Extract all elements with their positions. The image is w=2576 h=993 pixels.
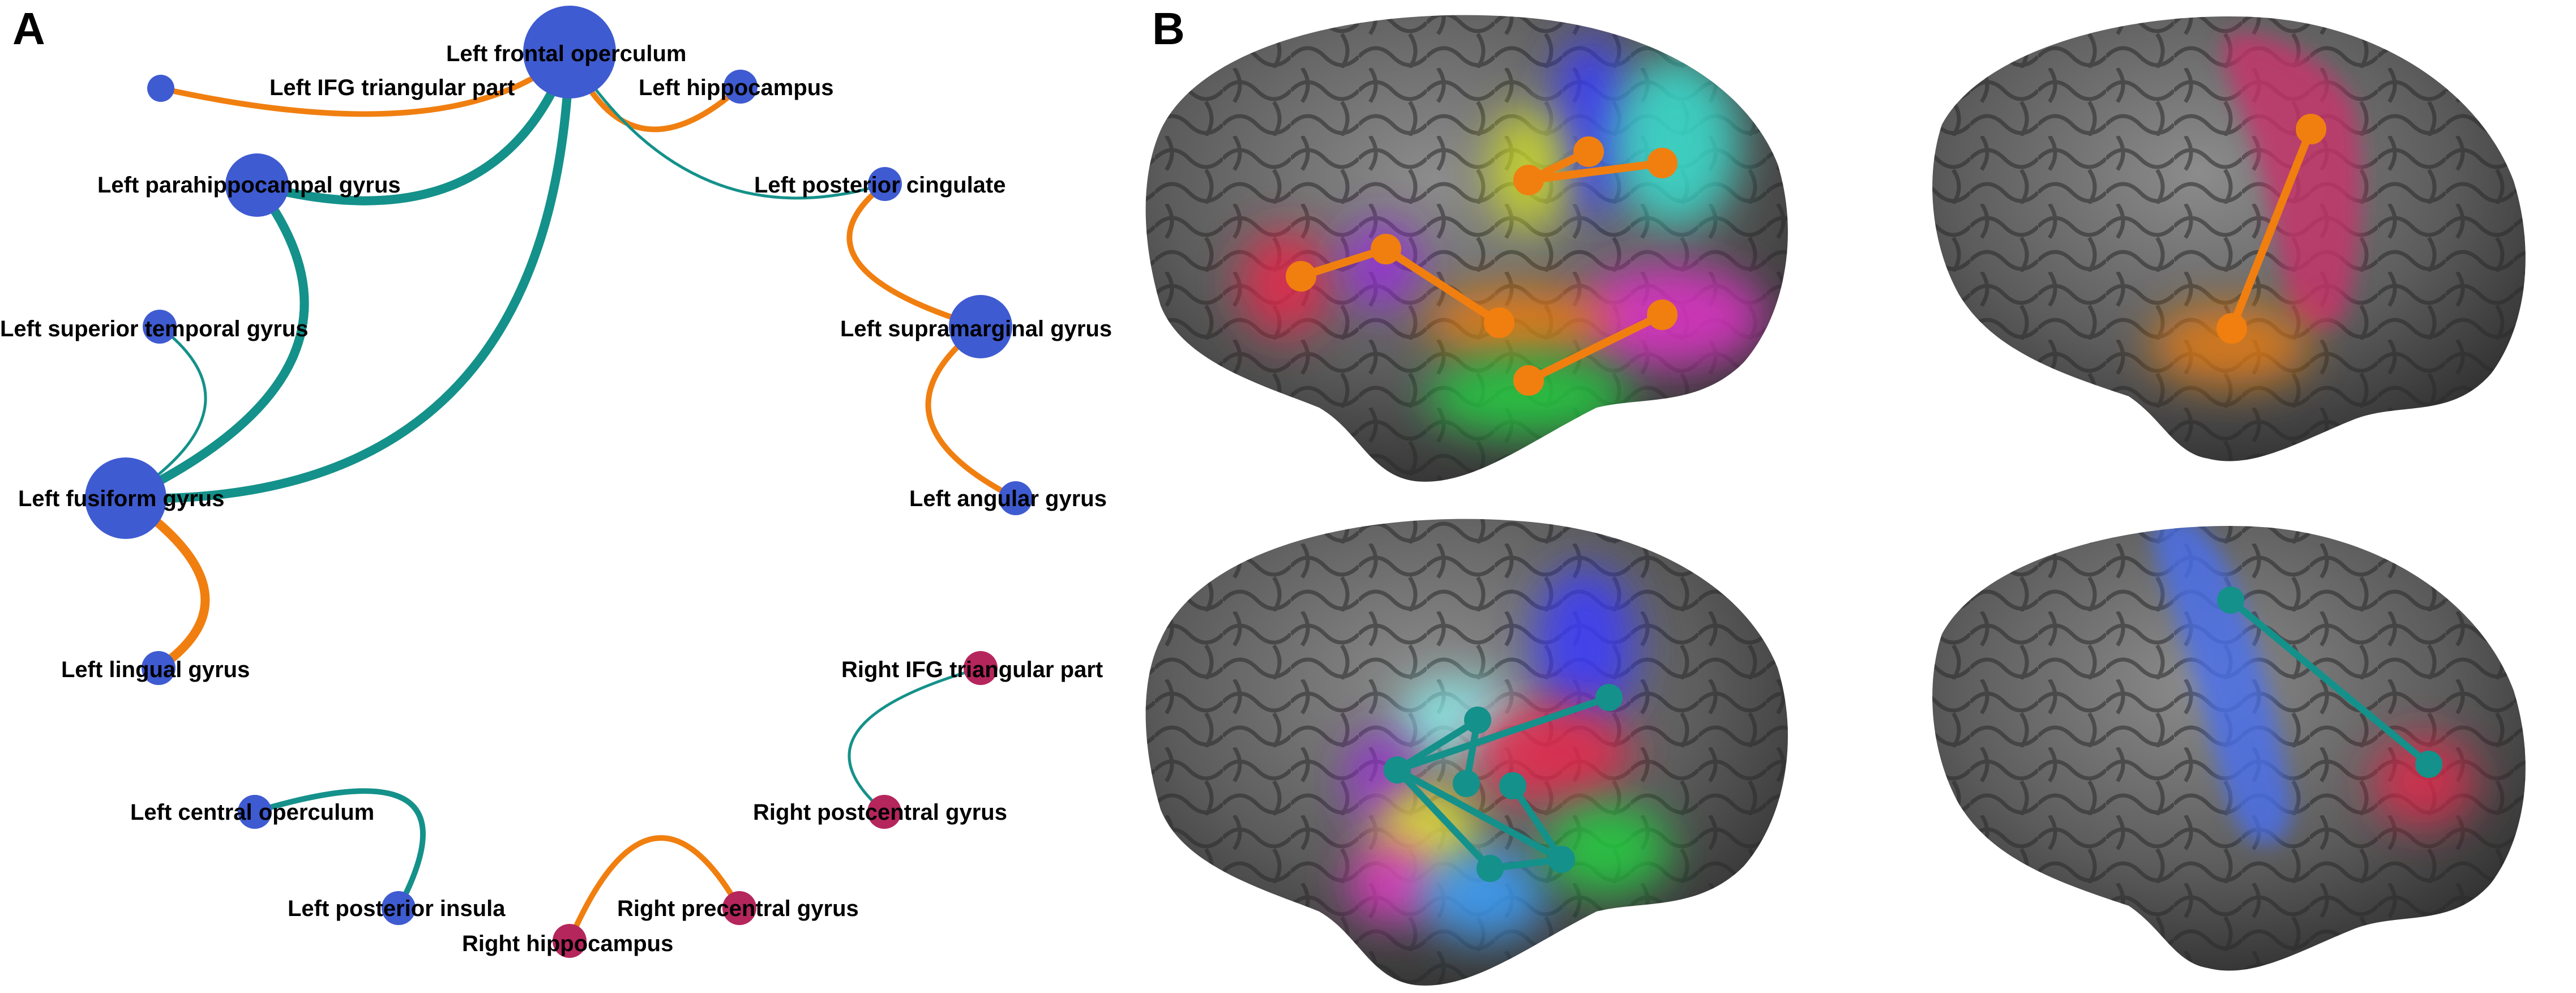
brain-edges-teal (1384, 684, 1623, 882)
network-labels: Left frontal operculum Left IFG triangul… (0, 41, 1112, 956)
node-rpost (867, 795, 901, 829)
node-lpc (868, 167, 902, 201)
region-blob (1427, 357, 1631, 436)
node-label-lifg: Left IFG triangular part (269, 75, 515, 100)
edge-lfo-lff (121, 48, 574, 503)
node-lli (142, 651, 176, 685)
brain-edges-orange (1286, 136, 1678, 396)
node-lsmg (949, 295, 1012, 358)
region-blob (1421, 849, 1546, 940)
node-label-lphg: Left parahippocampal gyrus (97, 173, 401, 198)
node-label-lstg: Left superior temporal gyrus (0, 316, 309, 341)
node-lco (238, 795, 272, 829)
node-lang (999, 481, 1033, 515)
brain-right-lateral-bottom (1932, 526, 2526, 971)
node-rpre (722, 891, 756, 925)
edge-rhip-rpre (567, 835, 742, 944)
node-lhip (724, 70, 758, 104)
edge-lco-lpi (252, 788, 426, 911)
region-blob (1347, 844, 1438, 923)
network-edges (121, 48, 1019, 944)
node-lpi (382, 891, 416, 925)
edge-lff-lli (121, 494, 210, 673)
edge-rifg-rpost (848, 666, 982, 814)
panel-label-a: A (12, 3, 45, 54)
node-rifg (964, 651, 998, 685)
edge-lfo-lpc (568, 50, 887, 200)
node-label-lsmg: Left supramarginal gyrus (840, 316, 1112, 341)
node-lfo (523, 6, 616, 99)
node-label-lli: Left lingual gyrus (61, 657, 250, 682)
network-nodes (85, 6, 1033, 958)
node-rhip (553, 924, 587, 958)
region-blob (1614, 57, 1738, 226)
node-label-rpost: Right postcentral gyrus (753, 800, 1007, 825)
region-blob (1546, 804, 1670, 894)
region-blob (1240, 229, 1330, 337)
node-lifg (147, 75, 174, 102)
region-blob (1427, 289, 1608, 357)
panel-label-b: B (1152, 3, 1185, 54)
edge-lfo-lphg (253, 48, 574, 206)
region-blob (1342, 221, 1421, 311)
node-label-lhip: Left hippocampus (639, 75, 833, 100)
node-label-lco: Left central operculum (130, 800, 374, 825)
edge-lsmg-lang (925, 324, 1019, 501)
node-label-rhip: Right hippocampus (462, 931, 673, 956)
brain-left-lateral-top (1145, 15, 1788, 482)
node-label-lpi: Left posterior insula (288, 896, 506, 921)
region-blob (2372, 736, 2474, 827)
node-lphg (225, 153, 289, 217)
brain-renderings (1145, 15, 2526, 986)
node-lff (85, 457, 166, 539)
brain-right-lateral-top (1932, 16, 2526, 461)
node-label-rifg: Right IFG triangular part (841, 657, 1103, 682)
node-label-lpc: Left posterior cingulate (754, 173, 1006, 198)
brain-edges-orange (2216, 114, 2326, 344)
brain-edges-teal (2217, 587, 2442, 778)
node-label-lfo: Left frontal operculum (446, 41, 686, 66)
node-lstg (143, 310, 177, 344)
network-diagram: Left frontal operculum Left IFG triangul… (0, 6, 1112, 958)
edge-lstg-lff (124, 325, 207, 500)
brain-left-lateral-bottom (1145, 519, 1788, 986)
edge-lphg-lff (121, 181, 309, 503)
node-label-lang: Left angular gyrus (909, 486, 1107, 511)
region-blob (2153, 526, 2291, 845)
node-label-rpre: Right precentral gyrus (617, 896, 859, 921)
node-label-lff: Left fusiform gyrus (18, 486, 224, 511)
edge-lpc-lsmg (846, 181, 983, 329)
region-blob (2151, 306, 2310, 385)
